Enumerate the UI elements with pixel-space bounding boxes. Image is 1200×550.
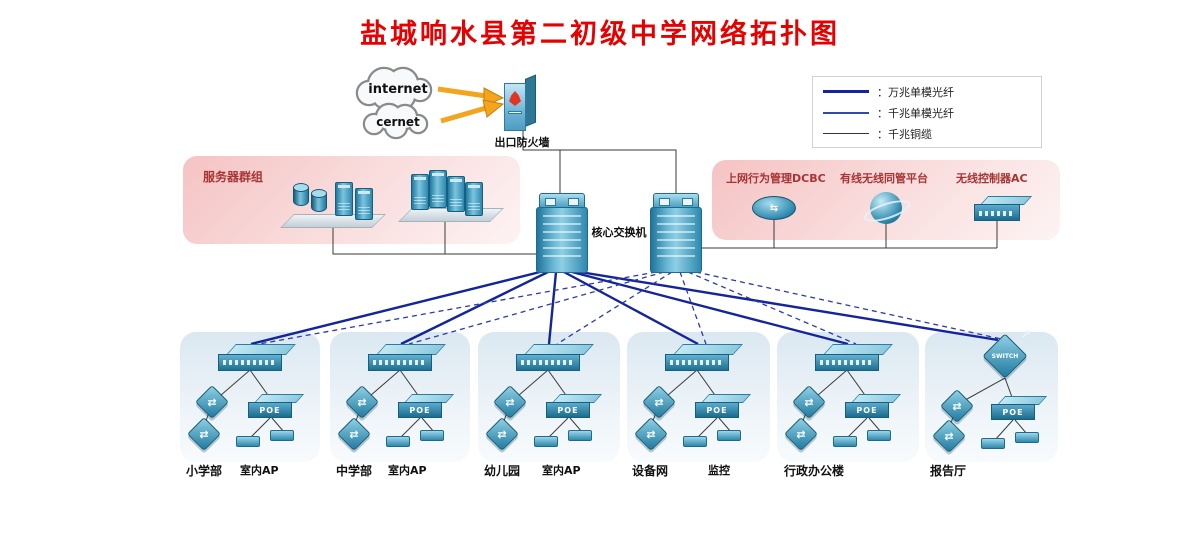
- database-icon: [293, 183, 309, 206]
- ap-icon: [236, 436, 260, 447]
- zone-label-kindergarten: 幼儿园: [484, 464, 521, 478]
- poe-switch-icon: POE: [546, 394, 603, 420]
- uplink-arrow-glyph: ↗: [1020, 328, 1031, 343]
- l2-switch-icon: [940, 389, 974, 423]
- l2-switch-icon: [337, 417, 371, 451]
- access-switch-icon: [815, 344, 893, 372]
- poe-switch-icon: POE: [248, 394, 305, 420]
- access-switch-icon: [218, 344, 296, 372]
- legend-line-10g-sample: [823, 90, 869, 93]
- server-group-label: 服务器群组: [203, 170, 264, 184]
- zone-kindergarten: POE: [478, 332, 620, 462]
- ap-icon: [420, 430, 444, 441]
- l2-switch-icon: [195, 385, 229, 419]
- access-switch-icon: [665, 344, 743, 372]
- legend-line-1g-fiber-sample: [823, 111, 869, 114]
- ap-icon: [981, 438, 1005, 449]
- poe-switch-icon: POE: [398, 394, 455, 420]
- behavior-management-icon: [752, 196, 796, 220]
- wireless-platform-label: 有线无线同管平台: [840, 172, 928, 185]
- l2-switch-icon: [634, 417, 668, 451]
- ap-icon: [867, 430, 891, 441]
- zone-sublabel-middle-school: 室内AP: [388, 464, 427, 477]
- camera-endpoint-icon: [717, 430, 741, 441]
- core-switch-2-icon: [650, 193, 702, 273]
- access-switch-icon: [516, 344, 594, 372]
- ap-icon: [386, 436, 410, 447]
- zone-sublabel-primary-school: 室内AP: [240, 464, 279, 477]
- flame-icon: [509, 91, 521, 106]
- ap-icon: [270, 430, 294, 441]
- ap-icon: [568, 430, 592, 441]
- legend-item-1g-fiber: ：千兆单模光纤: [823, 102, 1031, 123]
- management-contents: 上网行为管理DCBC 有线无线同管平台 无线控制器AC: [712, 160, 1060, 240]
- ap-icon: [1015, 432, 1039, 443]
- server-icon: [465, 182, 483, 216]
- zone-primary-school: POE: [180, 332, 320, 462]
- ap-icon: [833, 436, 857, 447]
- poe-switch-icon: POE: [845, 394, 902, 420]
- server-group-contents: 服务器群组: [183, 156, 520, 244]
- poe-switch-icon: POE: [991, 396, 1048, 422]
- zone-label-device-network: 设备网: [632, 464, 669, 478]
- l2-switch-icon: [642, 385, 676, 419]
- behavior-management-label: 上网行为管理DCBC: [726, 172, 826, 185]
- zone-admin-building: POE: [777, 332, 919, 462]
- l2-switch-icon: [784, 417, 818, 451]
- legend-item-10g: ：万兆单模光纤: [823, 81, 1031, 102]
- zone-label-middle-school: 中学部: [336, 464, 373, 478]
- zone-label-lecture-hall: 报告厅: [930, 464, 967, 478]
- server-icon: [447, 176, 465, 212]
- wireless-controller-label: 无线控制器AC: [956, 172, 1028, 185]
- legend-item-copper: ：千兆铜缆: [823, 123, 1031, 144]
- uplink-arrow-icons: [437, 86, 487, 124]
- l2-switch-icon: [485, 417, 519, 451]
- switch-diamond-icon: SWITCH ↗: [982, 328, 1031, 379]
- zone-label-admin-building: 行政办公楼: [784, 464, 845, 478]
- l2-switch-icon: [187, 417, 221, 451]
- core-switch-1-icon: [536, 193, 588, 273]
- server-icon: [411, 174, 429, 210]
- l2-switch-icon: [932, 419, 966, 453]
- zone-device-network: POE: [627, 332, 770, 462]
- diagram-title: 盐城响水县第二初级中学网络拓扑图: [360, 19, 840, 50]
- core-switch-label: 核心交换机: [591, 226, 647, 239]
- wireless-platform-icon: [870, 192, 902, 224]
- legend-line-copper-sample: [823, 133, 869, 134]
- zone-lecture-hall: SWITCH ↗ POE: [925, 328, 1058, 462]
- l2-switch-icon: [345, 385, 379, 419]
- zone-sublabel-kindergarten: 室内AP: [542, 464, 581, 477]
- access-switch-icon: [368, 344, 446, 372]
- ap-icon: [534, 436, 558, 447]
- cernet-cloud-label: cernet: [376, 115, 420, 129]
- poe-switch-icon: POE: [695, 394, 752, 420]
- zone-middle-school: POE: [330, 332, 470, 462]
- zone-sublabel-device-network: 监控: [708, 464, 730, 477]
- wireless-controller-icon: [974, 196, 1033, 222]
- database-icon: [311, 189, 327, 212]
- legend: ：万兆单模光纤 ：千兆单模光纤 ：千兆铜缆: [812, 76, 1042, 148]
- server-icon: [429, 170, 447, 208]
- zone-label-primary-school: 小学部: [186, 464, 223, 478]
- camera-endpoint-icon: [683, 436, 707, 447]
- l2-switch-icon: [493, 385, 527, 419]
- firewall-icon: [504, 74, 540, 131]
- server-icon: [335, 182, 353, 216]
- internet-cloud-label: internet: [368, 82, 428, 97]
- l2-switch-icon: [792, 385, 826, 419]
- firewall-label: 出口防火墙: [494, 136, 550, 149]
- server-icon: [355, 188, 373, 220]
